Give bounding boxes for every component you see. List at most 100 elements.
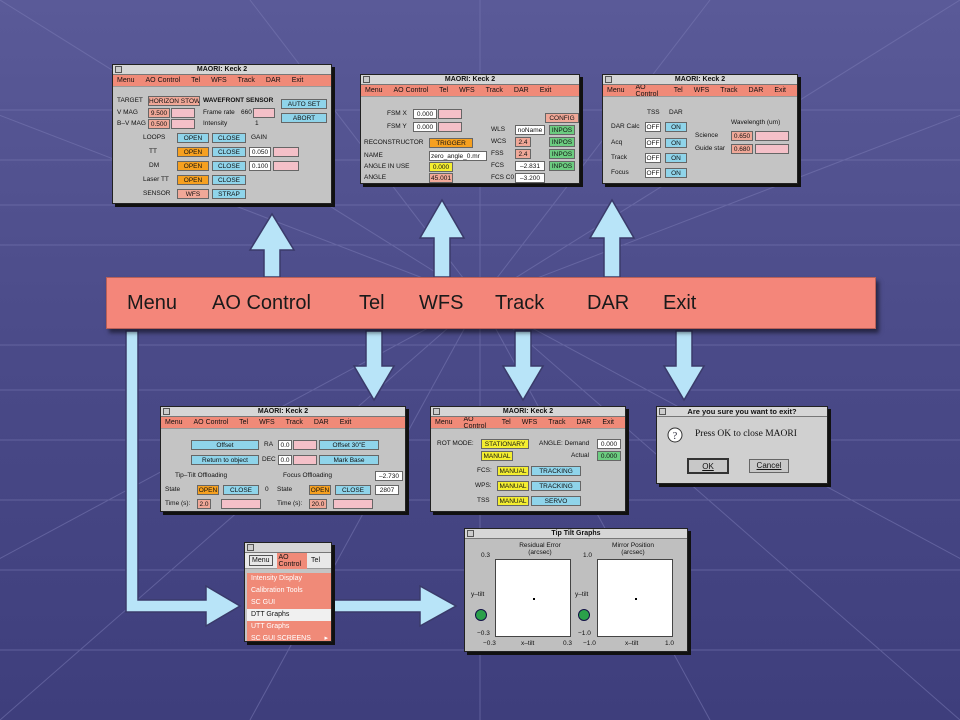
tt-time-input[interactable] xyxy=(221,499,261,509)
dec-input[interactable] xyxy=(293,455,317,465)
focus-close-button[interactable]: CLOSE xyxy=(335,485,371,495)
tt-time-value[interactable]: 2.0 xyxy=(197,499,211,509)
auto-set-button[interactable]: AUTO SET xyxy=(281,99,327,109)
dm-close-button[interactable]: CLOSE xyxy=(212,161,246,171)
focus-open-button[interactable]: OPEN xyxy=(309,485,331,495)
rot-manual-button[interactable]: MANUAL xyxy=(481,451,513,461)
menu-item[interactable]: Menu xyxy=(435,419,453,426)
menu-item[interactable]: Exit xyxy=(539,87,552,94)
menu-item[interactable]: Menu xyxy=(117,77,135,84)
guide-star-value[interactable]: 0.680 xyxy=(731,144,753,154)
ok-button[interactable]: OK xyxy=(687,458,729,474)
loops-close-button[interactable]: CLOSE xyxy=(212,133,246,143)
menu-item[interactable]: AO Control xyxy=(393,87,429,94)
menu-item[interactable]: Menu xyxy=(165,419,183,426)
sensor-strap-button[interactable]: STRAP xyxy=(212,189,246,199)
menu-item[interactable]: WFS xyxy=(459,87,475,94)
abort-button[interactable]: ABORT xyxy=(281,113,327,123)
fsmy-input[interactable] xyxy=(438,122,462,132)
acq-on-button[interactable]: ON xyxy=(665,138,687,148)
menu-item[interactable]: DAR xyxy=(513,87,529,94)
science-input[interactable] xyxy=(755,131,789,141)
menu-item[interactable]: Tel xyxy=(501,419,511,426)
dropdown-item-dtt-graphs[interactable]: DTT Graphs xyxy=(247,609,331,621)
angle-value[interactable]: 45.001 xyxy=(429,173,453,183)
menu-item[interactable]: DAR xyxy=(265,77,281,84)
track-tss-off[interactable]: OFF xyxy=(645,153,661,163)
fss-value[interactable]: 2.4 xyxy=(515,149,531,159)
menu-item[interactable]: WFS xyxy=(693,87,710,94)
track-on-button[interactable]: ON xyxy=(665,153,687,163)
menu-item[interactable]: AO Control xyxy=(463,415,487,430)
ra-input[interactable] xyxy=(293,440,317,450)
main-menu-wfs[interactable]: WFS xyxy=(419,292,464,314)
menu-item[interactable]: Track xyxy=(548,419,566,426)
target-value[interactable]: HORIZON STOW xyxy=(148,96,200,106)
menu-item[interactable]: AO Control xyxy=(635,83,659,98)
return-to-object-button[interactable]: Return to object xyxy=(191,455,259,465)
window-menu-icon[interactable] xyxy=(605,76,612,83)
tt-gain-input[interactable] xyxy=(273,147,299,157)
dar-calc-on-button[interactable]: ON xyxy=(665,122,687,132)
main-menu-track[interactable]: Track xyxy=(495,292,545,314)
vmag-field[interactable]: 9.500 xyxy=(148,108,170,118)
main-menu-exit[interactable]: Exit xyxy=(663,292,697,314)
menu-item-tel[interactable]: Tel xyxy=(311,557,320,564)
cancel-button[interactable]: Cancel xyxy=(749,459,789,473)
window-menu-icon[interactable] xyxy=(163,408,170,415)
fcs-manual-button[interactable]: MANUAL xyxy=(497,466,529,476)
menu-item[interactable]: Track xyxy=(237,77,255,84)
menu-item[interactable]: DAR xyxy=(576,419,592,426)
tt-open-button[interactable]: OPEN xyxy=(177,147,209,157)
window-menu-icon[interactable] xyxy=(247,544,254,551)
fsmx-input[interactable] xyxy=(438,109,462,119)
wcs-value[interactable]: 2.4 xyxy=(515,137,531,147)
offset-30e-button[interactable]: Offset 30"E xyxy=(319,440,379,450)
menu-item[interactable]: Exit xyxy=(774,87,786,94)
laser-tt-open-button[interactable]: OPEN xyxy=(177,175,209,185)
guide-star-input[interactable] xyxy=(755,144,789,154)
config-button[interactable]: CONFIG xyxy=(545,113,579,123)
window-menu-icon[interactable] xyxy=(659,408,666,415)
focus-time-input[interactable] xyxy=(333,499,373,509)
menu-item[interactable]: Exit xyxy=(291,77,304,84)
acq-tss-off[interactable]: OFF xyxy=(645,138,661,148)
tt-gain-value[interactable]: 0.050 xyxy=(249,147,271,157)
menu-item[interactable]: DAR xyxy=(313,419,329,426)
tt-close-button[interactable]: CLOSE xyxy=(223,485,259,495)
laser-tt-close-button[interactable]: CLOSE xyxy=(212,175,246,185)
menu-item[interactable]: Track xyxy=(485,87,503,94)
loops-open-button[interactable]: OPEN xyxy=(177,133,209,143)
dropdown-item-intensity-display[interactable]: Intensity Display xyxy=(247,573,331,585)
dm-open-button[interactable]: OPEN xyxy=(177,161,209,171)
wps-tracking-button[interactable]: TRACKING xyxy=(531,481,581,491)
menu-item[interactable]: Tel xyxy=(191,77,201,84)
vmag-input[interactable] xyxy=(171,108,195,118)
wps-manual-button[interactable]: MANUAL xyxy=(497,481,529,491)
dropdown-item-sc-gui[interactable]: SC GUI xyxy=(247,597,331,609)
sensor-wfs-button[interactable]: WFS xyxy=(177,189,209,199)
name-field[interactable]: zero_angle_0.mr xyxy=(429,151,487,161)
menu-item[interactable]: Exit xyxy=(602,419,614,426)
bvmag-field[interactable]: 0.500 xyxy=(148,119,170,129)
menu-item[interactable]: AO Control xyxy=(145,77,181,84)
dm-gain-value[interactable]: 0.100 xyxy=(249,161,271,171)
menu-item[interactable]: Tel xyxy=(239,419,249,426)
bvmag-input[interactable] xyxy=(171,119,195,129)
window-menu-icon[interactable] xyxy=(467,530,474,537)
dropdown-item-sc-gui-screens[interactable]: SC GUI SCREENS▸ xyxy=(247,633,331,641)
menu-item[interactable]: Menu xyxy=(365,87,383,94)
menu-item[interactable]: Track xyxy=(720,87,738,94)
menu-item[interactable]: Tel xyxy=(439,87,449,94)
rot-stationary-button[interactable]: STATIONARY xyxy=(481,439,529,449)
main-menu-ao-control[interactable]: AO Control xyxy=(212,292,311,314)
tt-open-button[interactable]: OPEN xyxy=(197,485,219,495)
menu-item-ao-control[interactable]: AO Control xyxy=(276,552,308,569)
window-menu-icon[interactable] xyxy=(433,408,440,415)
menu-item[interactable]: Track xyxy=(285,419,303,426)
menu-item[interactable]: Menu xyxy=(607,87,625,94)
trigger-button[interactable]: TRIGGER xyxy=(429,138,473,148)
fcs-tracking-button[interactable]: TRACKING xyxy=(531,466,581,476)
tss-manual-button[interactable]: MANUAL xyxy=(497,496,529,506)
focus-on-button[interactable]: ON xyxy=(665,168,687,178)
